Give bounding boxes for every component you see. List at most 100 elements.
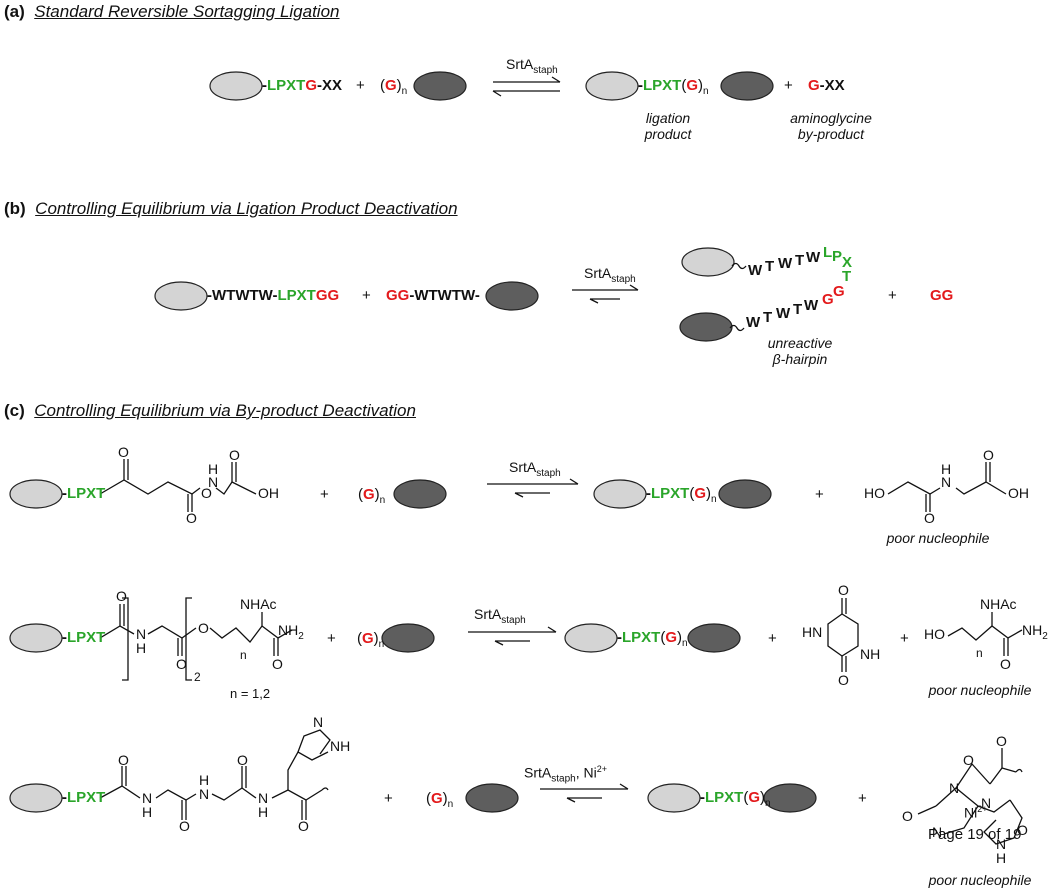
reverse-arrow <box>514 492 550 498</box>
amide-oxygen: O <box>186 510 197 526</box>
hairpin-top-strand: W <box>806 249 821 266</box>
substrate-motif: -LPXT <box>62 485 106 502</box>
row3-substrate-bonds <box>99 729 331 820</box>
enzyme-label: SrtAstaph <box>509 459 561 479</box>
plus-sign: + <box>858 790 867 807</box>
imidazole-n: N <box>313 714 324 730</box>
dark-protein-oval <box>393 479 447 509</box>
diketopiperazine-oxygen: O <box>838 672 849 688</box>
ester-oxygen: O <box>201 485 212 501</box>
reverse-arrow <box>492 90 560 97</box>
amide-h: H <box>258 804 269 820</box>
amide-nh2: NH2 <box>1022 622 1048 642</box>
imidazole-n: N <box>996 836 1007 852</box>
section-a-heading: (a) Standard Reversible Sortagging Ligat… <box>4 2 340 22</box>
reverse-arrow <box>566 797 602 803</box>
row1-byproduct-bonds <box>887 462 1007 512</box>
complex-oxygen: O <box>902 808 913 824</box>
light-protein-oval <box>564 623 618 653</box>
enzyme-label: SrtAstaph <box>506 56 558 76</box>
dark-protein-oval <box>381 623 435 653</box>
diketopiperazine-ring <box>827 598 859 672</box>
light-protein-oval <box>209 71 263 101</box>
complex-nitrogen: N <box>949 780 960 796</box>
dark-protein-oval <box>718 479 772 509</box>
section-title: Standard Reversible Sortagging Ligation <box>34 2 340 21</box>
acid-carbonyl-oxygen: O <box>229 447 240 463</box>
amide-oxygen: O <box>176 656 187 672</box>
hairpin-bottom-strand: W <box>776 305 791 322</box>
dark-protein-oval <box>465 783 519 813</box>
hairpin-top-strand: T <box>795 252 805 269</box>
light-protein-oval <box>9 783 63 813</box>
nickel-complex-bonds <box>917 748 1023 845</box>
plus-sign: + <box>768 630 777 647</box>
carbonyl-oxygen: O <box>116 588 127 604</box>
forward-arrow <box>540 783 629 790</box>
section-title: Controlling Equilibrium via By-product D… <box>34 401 416 420</box>
row2-byproduct-bonds <box>947 612 1023 656</box>
amide-nh2: NH2 <box>278 622 304 642</box>
hairpin-bottom-strand: T <box>793 301 803 318</box>
amide-n: N <box>142 790 153 806</box>
sorting-motif: LPXT <box>267 77 306 94</box>
reverse-arrow <box>589 298 620 304</box>
hairpin-bottom-strand: W <box>804 297 819 314</box>
amide-n: N <box>199 786 210 802</box>
hairpin-turn-glycine: G <box>822 291 834 308</box>
row2-substrate-bonds <box>99 597 293 681</box>
hairpin-bottom-strand: W <box>746 314 761 331</box>
acid-carbonyl-oxygen: O <box>983 447 994 463</box>
hairpin-linkers <box>729 262 747 332</box>
hairpin-turn-motif: L <box>823 244 833 261</box>
diketopiperazine-oxygen: O <box>838 582 849 598</box>
dark-protein-oval <box>679 312 733 342</box>
hairpin-turn-motif: P <box>832 248 843 265</box>
section-b-heading: (b) Controlling Equilibrium via Ligation… <box>4 199 458 219</box>
nickel-center: Ni2+ <box>964 804 988 821</box>
enzyme-label: SrtAstaph <box>584 265 636 285</box>
forward-arrow <box>493 76 561 83</box>
amide-n: N <box>258 790 269 806</box>
enzyme-label: SrtAstaph <box>474 606 526 626</box>
dark-protein-oval <box>485 281 539 311</box>
amide-n: N <box>941 474 952 490</box>
hairpin-top-strand: T <box>765 258 775 275</box>
section-tag: (c) <box>4 401 25 420</box>
light-protein-oval <box>593 479 647 509</box>
ligation-product-sequence: -LPXT(G)n <box>617 629 688 649</box>
amide-n: N <box>208 474 219 490</box>
amide-oxygen: O <box>924 510 935 526</box>
leaving-group: -XX <box>317 77 343 94</box>
plus-sign: + <box>362 287 371 304</box>
chain-length-n: n <box>976 646 983 660</box>
amide-nh: H <box>941 461 952 477</box>
page-footer: Page 19 of 19 <box>928 826 1022 843</box>
row1-substrate-bonds <box>99 459 257 512</box>
hairpin-top-strand: W <box>778 255 793 272</box>
amide-nh: H <box>208 461 219 477</box>
amide-oxygen: O <box>179 818 190 834</box>
hairpin-turn-motif: T <box>842 268 852 285</box>
light-protein-oval <box>647 783 701 813</box>
poor-nucleophile-caption: poor nucleophile <box>886 530 990 546</box>
plus-sign: + <box>320 486 329 503</box>
wavy-linker <box>731 262 747 270</box>
poor-nucleophile-caption: poor nucleophile <box>928 682 1032 698</box>
imidazole-nh: NH <box>330 738 351 754</box>
section-c-heading: (c) Controlling Equilibrium via By-produ… <box>4 401 416 421</box>
ligation-product-sequence: -LPXT(G)n <box>700 789 771 809</box>
diketopiperazine-nh: HN <box>802 624 823 640</box>
carbonyl-oxygen: O <box>118 444 129 460</box>
nucleophile-sequence: GG-WTWTW- <box>386 287 480 304</box>
light-protein-oval <box>681 247 735 277</box>
plus-sign: + <box>815 486 824 503</box>
repeat-subscript: 2 <box>194 670 201 684</box>
substrate-motif: -LPXT <box>62 629 106 646</box>
hydroxyl-group: HO <box>864 485 885 501</box>
plus-sign: + <box>784 77 793 94</box>
ligation-product-sequence: -LPXT(G)n <box>646 485 717 505</box>
hairpin-bottom-strand: T <box>763 309 773 326</box>
